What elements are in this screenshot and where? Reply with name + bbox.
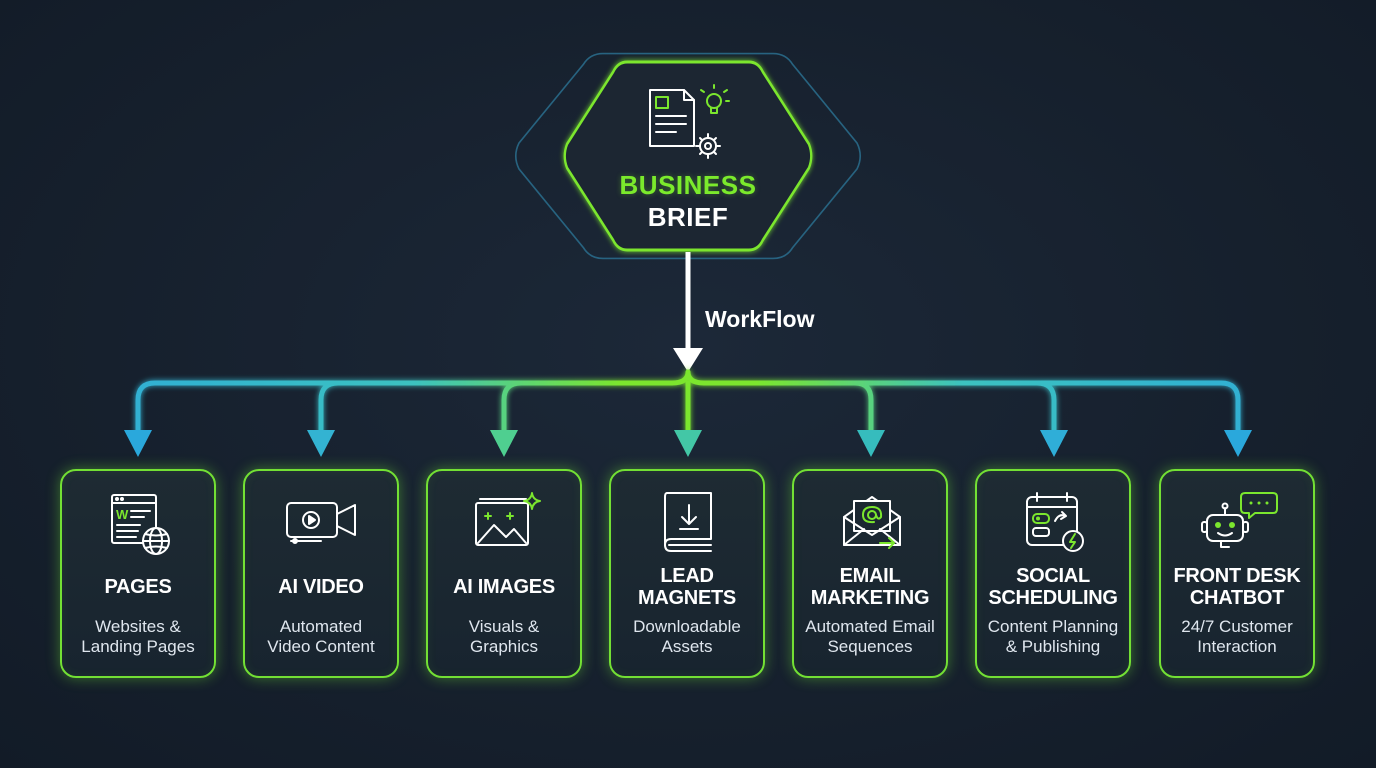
chatbot-icon [1201,492,1278,548]
workflow-label: WorkFlow [705,306,815,332]
card-front-desk-chatbot[interactable]: FRONT DESK CHATBOT 24/7 Customer Interac… [1159,469,1315,678]
card-subtitle: Automated Video Content [267,617,375,656]
branch-arrowheads [124,430,1252,457]
arrowhead-chatbot [1224,430,1252,457]
card-title: AI IMAGES [453,576,555,598]
card-title: PAGES [104,576,172,598]
email-envelope-icon [843,496,901,549]
workflow-trunk-arrow [673,252,703,372]
hub-title-line1: BUSINESS [619,170,757,200]
arrowhead-lead-magnets [674,430,702,457]
card-subtitle: Visuals & Graphics [468,617,540,656]
card-subtitle: Content Planning & Publishing [987,617,1119,656]
webpage-globe-icon: W [111,494,170,555]
card-lead-magnets[interactable]: LEAD MAGNETS Downloadable Assets [609,469,765,678]
card-subtitle: Downloadable Assets [633,617,741,656]
arrowhead-pages [124,430,152,457]
image-sparkle-icon [475,492,541,546]
hub-title-line2: BRIEF [647,202,729,232]
branch-connectors [135,369,1241,435]
arrowhead-ai-video [307,430,335,457]
document-lightbulb-gear-icon [649,84,730,159]
card-title: EMAIL MARKETING [810,565,930,609]
svg-text:W: W [116,507,129,522]
download-book-icon [664,492,712,552]
calendar-schedule-icon [1026,492,1084,552]
hub-hexagon[interactable] [514,52,862,260]
video-camera-icon [286,502,356,544]
arrowhead-email [857,430,885,457]
card-title: AI VIDEO [278,576,364,598]
card-subtitle: 24/7 Customer Interaction [1181,617,1293,656]
card-ai-images[interactable]: AI IMAGES Visuals & Graphics [426,469,582,678]
card-title: FRONT DESK CHATBOT [1173,565,1301,609]
card-subtitle: Websites & Landing Pages [81,617,195,656]
card-pages[interactable]: W PAGES Websites & Landing Pages [60,469,216,678]
card-title: LEAD MAGNETS [638,565,736,609]
card-ai-video[interactable]: AI VIDEO Automated Video Content [243,469,399,678]
arrowhead-ai-images [490,430,518,457]
card-social-scheduling[interactable]: SOCIAL SCHEDULING Content Planning & Pub… [975,469,1131,678]
card-subtitle: Automated Email Sequences [805,617,935,656]
card-email-marketing[interactable]: EMAIL MARKETING Automated Email Sequence… [792,469,948,678]
card-title: SOCIAL SCHEDULING [988,565,1118,609]
arrowhead-social [1040,430,1068,457]
